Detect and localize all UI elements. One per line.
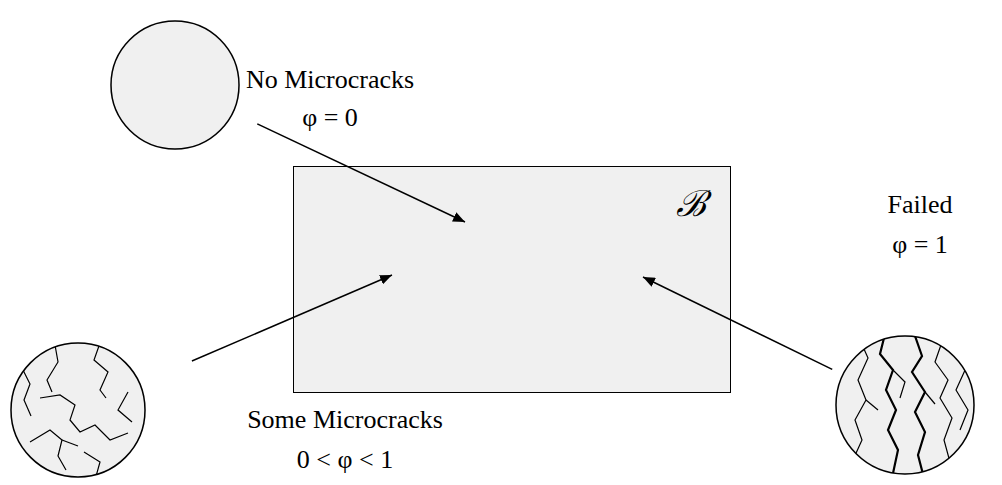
crack-line (30, 430, 66, 470)
circle-outline (11, 343, 145, 477)
circle-outline (10, 342, 146, 478)
crack-line (94, 343, 108, 398)
pointer-arrow (192, 275, 392, 361)
state-label: φ = 0 (302, 104, 358, 133)
cracked-disc (10, 342, 146, 478)
crack-line (925, 392, 935, 404)
crack-line (880, 334, 898, 478)
region-label: ℬ (676, 185, 706, 225)
pointer-arrow (257, 124, 465, 222)
crack-line (62, 440, 78, 446)
crack-line (893, 370, 905, 398)
failed-state: Failedφ = 1 (835, 335, 975, 475)
circle-outline (111, 21, 239, 149)
failed-disc (835, 335, 975, 475)
state-label: No Microcracks (246, 66, 414, 95)
circle-outline (110, 20, 240, 150)
intact-state: No Microcracksφ = 0 (110, 20, 240, 150)
crack-line (956, 368, 968, 430)
microcracks (22, 343, 132, 480)
crack-line (47, 345, 58, 392)
pointer-arrow (643, 277, 832, 369)
circle-outline (836, 336, 974, 474)
state-label: Failed (888, 191, 953, 220)
crack-line (912, 336, 925, 478)
state-label: φ = 1 (892, 231, 948, 260)
state-label: Some Microcracks (247, 406, 443, 435)
intact-disc (110, 20, 240, 150)
body-region: ℬ (293, 166, 731, 393)
crack-line (118, 392, 132, 422)
cracked-state: Some Microcracks0 < φ < 1 (10, 342, 146, 478)
circle-outline (835, 335, 975, 475)
state-label: 0 < φ < 1 (297, 446, 393, 475)
crack-line (22, 368, 31, 416)
crack-line (866, 400, 878, 410)
body-fill (293, 166, 731, 393)
